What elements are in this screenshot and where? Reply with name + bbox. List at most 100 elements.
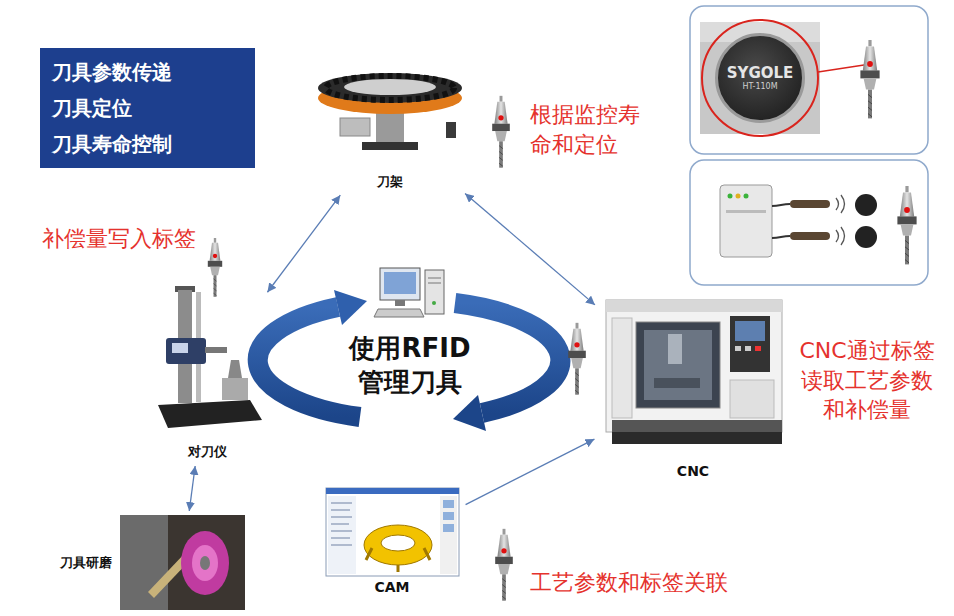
cam-screenshot-part [366,548,430,572]
rfid-reader-panel-part [855,194,877,216]
rfid-reader-panel-part [772,236,790,238]
node-text: 刀具参数传递 [52,59,243,85]
node-text: 使用RFID 管理刀具 [335,332,485,400]
computer-icons-part [395,300,405,306]
cnc-machine-picture-part [755,346,761,351]
rfid-reader-panel-part [690,160,928,285]
cam-screenshot-part [443,512,454,520]
node-text: 刀具定位 [52,95,243,121]
node-text: CAM [374,579,409,596]
computer-icons-part [384,272,416,294]
tool-presetter-picture-part [228,360,242,378]
connector-arrow [465,193,595,304]
tool-rack-picture-part [326,76,454,100]
tool-rack-picture [318,73,462,150]
computer-icons-part [432,301,436,305]
connector-arrow [466,439,595,505]
feature-box: 刀具参数传递刀具定位刀具寿命控制 [40,48,255,168]
cnc-machine-picture-part [668,334,682,364]
rfid-reader-panel-part [726,210,766,213]
cnc-machine-picture-part [612,318,632,418]
tool-grinding-picture-part [200,556,210,570]
tool-rack-picture-part [318,73,462,103]
cam-screenshot-part [440,496,457,574]
annotation-text: CNC通过标签读取工艺参数和补偿量 [792,336,942,425]
cnc-machine: CNC [598,296,788,482]
tool-holder-icons-part [568,323,586,395]
cnc-machine-picture-part [654,378,700,388]
node-text: HT-110M [742,82,777,92]
cam-software: CAM [322,486,462,598]
tool-presetter-picture-part [205,347,227,353]
tag-photo-panel-part [860,40,879,118]
tool-presetter-picture-part [158,400,262,428]
cam-screenshot-part [364,525,432,565]
tool-presetter: 对刀仪 [150,282,265,462]
tool-rack-picture-part [362,142,418,150]
rfid-tag: SYGOLEHT-110M [715,33,805,123]
center-cycle-arrows-part [455,303,560,413]
tag-photo-panel [690,6,928,154]
tool-rack-picture-part [446,122,456,138]
cam-screenshot-part [381,535,415,551]
node-text: CNC [677,463,709,480]
cnc-machine-picture-part [730,380,774,418]
rfid-reader-panel-part [728,194,733,199]
tool-presetter-picture [158,286,262,428]
cnc-machine-picture-part [612,432,782,444]
node-text: 刀具研磨 [60,555,112,571]
annotation-text: 工艺参数和标签关联 [530,568,728,598]
computer-icons-part [380,268,420,300]
cnc-machine-picture-part [644,330,712,400]
center-title: 使用RFID 管理刀具 [335,330,485,402]
center-cycle-arrows [258,290,561,431]
computer-icons-part [428,283,441,284]
cnc-machine-picture-part [735,321,765,341]
tool-holder-icons-part [208,238,222,297]
computer-icons-part [425,270,444,314]
tool-grinding-picture-part [181,531,229,595]
connector-arrow [189,466,195,511]
computer-icons [374,268,444,317]
rfid-reader-panel-part [790,200,830,208]
tool-rack: 刀架 [318,66,462,192]
center-cycle-arrows-part [258,307,360,417]
tool-holder-icons-part [495,529,513,601]
cnc-machine-picture-part [636,322,720,408]
tag-photo-panel-part [690,6,928,154]
node-text: 刀架 [377,174,403,190]
rfid-reader-panel-part [855,226,877,248]
rfid-reader-panel-part [790,232,830,240]
cnc-machine-picture-part [612,420,782,432]
tag-photo-panel-part [818,65,864,72]
cam-screenshot-part [326,488,459,494]
rfid-reader-panel [690,160,928,285]
tool-grinding-picture-part [120,515,168,610]
tool-presetter-picture-part [172,343,188,353]
node-text: SYGOLE [727,64,794,82]
tool-grinding-picture-part [192,545,218,581]
rfid-reader-panel-part [744,194,749,199]
cam-screenshot-part [331,503,352,545]
node-text: 刀具寿命控制 [52,131,243,157]
tool-presetter-picture-part [222,378,248,400]
cnc-machine-picture-part [606,300,782,312]
center-cycle-arrows-part [334,290,367,325]
cam-screenshot-part [326,488,459,576]
cnc-machine-picture-part [745,346,751,351]
tool-holder-icons-part [492,96,510,168]
cnc-machine-picture-part [730,316,770,372]
cam-screenshot-part [443,500,454,508]
cam-screenshot [326,488,459,576]
annotation-text: 根据监控寿命和定位 [530,100,652,159]
rfid-reader-panel-part [772,204,790,206]
center-cycle-arrows-part [453,395,486,431]
tag-photo-panel-part [702,20,818,136]
cnc-machine-picture [606,300,782,444]
connector-arrow [267,195,340,292]
tool-holder-icons [208,96,586,601]
annotation-text: 补偿量写入标签 [42,224,196,254]
rfid-reader-panel-part [736,194,741,199]
cam-screenshot-part [328,496,356,574]
